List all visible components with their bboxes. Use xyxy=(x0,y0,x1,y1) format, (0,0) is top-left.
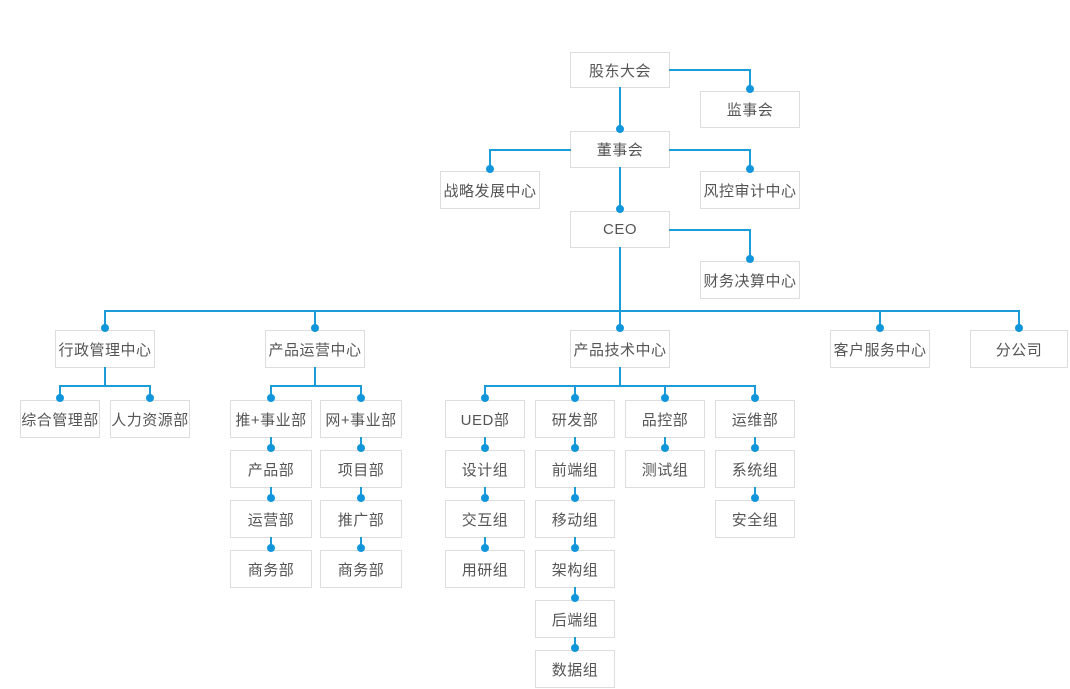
org-node-label: 商务部 xyxy=(247,561,295,579)
org-node-product-dept: 产品部 xyxy=(230,450,312,488)
org-node-label: 网+事业部 xyxy=(325,411,397,429)
org-node-label: 战略发展中心 xyxy=(443,182,537,200)
org-node-business-dept-1: 商务部 xyxy=(230,550,312,588)
org-node-label: 运维部 xyxy=(731,411,779,429)
org-node-branch-company: 分公司 xyxy=(970,330,1068,368)
org-node-label: 数据组 xyxy=(551,661,599,679)
org-node-design-team: 设计组 xyxy=(445,450,525,488)
org-node-product-tech-center: 产品技术中心 xyxy=(570,330,670,368)
org-node-risk-audit-center: 风控审计中心 xyxy=(700,171,800,209)
org-node-label: 产品技术中心 xyxy=(573,341,667,359)
org-node-label: 品控部 xyxy=(641,411,689,429)
org-node-label: UED部 xyxy=(460,411,510,429)
org-node-supervisory-board: 监事会 xyxy=(700,91,800,128)
org-node-data-team: 数据组 xyxy=(535,650,615,688)
org-node-label: 前端组 xyxy=(551,461,599,479)
org-node-interaction-team: 交互组 xyxy=(445,500,525,538)
org-node-backend-team: 后端组 xyxy=(535,600,615,638)
org-node-label: 推+事业部 xyxy=(235,411,307,429)
org-node-label: 设计组 xyxy=(461,461,509,479)
org-node-hr-dept: 人力资源部 xyxy=(110,400,190,438)
org-node-security-team: 安全组 xyxy=(715,500,795,538)
org-node-system-team: 系统组 xyxy=(715,450,795,488)
org-node-label: 安全组 xyxy=(731,511,779,529)
org-node-mobile-team: 移动组 xyxy=(535,500,615,538)
org-node-label: 运营部 xyxy=(247,511,295,529)
org-node-finance-center: 财务决算中心 xyxy=(700,261,800,299)
org-node-label: 研发部 xyxy=(551,411,599,429)
org-node-testing-team: 测试组 xyxy=(625,450,705,488)
org-node-tui-division: 推+事业部 xyxy=(230,400,312,438)
org-node-ops-maintenance-dept: 运维部 xyxy=(715,400,795,438)
org-node-ceo: CEO xyxy=(570,211,670,248)
org-node-label: 用研组 xyxy=(461,561,509,579)
org-node-label: 测试组 xyxy=(641,461,689,479)
org-node-operations-dept: 运营部 xyxy=(230,500,312,538)
org-node-strategy-center: 战略发展中心 xyxy=(440,171,540,209)
org-node-product-ops-center: 产品运营中心 xyxy=(265,330,365,368)
org-node-label: 行政管理中心 xyxy=(58,341,152,359)
org-node-label: 产品部 xyxy=(247,461,295,479)
org-node-label: 风控审计中心 xyxy=(703,182,797,200)
org-node-label: 财务决算中心 xyxy=(703,272,797,290)
org-node-general-admin-dept: 综合管理部 xyxy=(20,400,100,438)
org-node-label: 移动组 xyxy=(551,511,599,529)
org-node-rnd-dept: 研发部 xyxy=(535,400,615,438)
org-node-frontend-team: 前端组 xyxy=(535,450,615,488)
org-node-label: 客户服务中心 xyxy=(833,341,927,359)
org-node-promotion-dept: 推广部 xyxy=(320,500,402,538)
org-node-architecture-team: 架构组 xyxy=(535,550,615,588)
org-node-shareholders-meeting: 股东大会 xyxy=(570,52,670,88)
org-node-label: 董事会 xyxy=(596,142,644,159)
org-node-customer-service-center: 客户服务中心 xyxy=(830,330,930,368)
org-node-label: 推广部 xyxy=(337,511,385,529)
org-node-label: 综合管理部 xyxy=(21,411,99,429)
org-node-label: 项目部 xyxy=(337,461,385,479)
org-node-wang-division: 网+事业部 xyxy=(320,400,402,438)
org-node-user-research-team: 用研组 xyxy=(445,550,525,588)
org-node-label: 系统组 xyxy=(731,461,779,479)
org-node-label: CEO xyxy=(602,221,637,238)
org-node-label: 后端组 xyxy=(551,611,599,629)
org-node-ued-dept: UED部 xyxy=(445,400,525,438)
org-node-label: 商务部 xyxy=(337,561,385,579)
org-node-label: 产品运营中心 xyxy=(268,341,362,359)
org-node-label: 股东大会 xyxy=(588,62,651,80)
org-node-label: 监事会 xyxy=(726,102,774,119)
org-node-label: 架构组 xyxy=(551,561,599,579)
org-node-business-dept-2: 商务部 xyxy=(320,550,402,588)
org-node-label: 人力资源部 xyxy=(111,411,189,429)
org-node-label: 分公司 xyxy=(995,341,1043,359)
org-node-board-of-directors: 董事会 xyxy=(570,131,670,168)
org-node-project-dept: 项目部 xyxy=(320,450,402,488)
org-node-label: 交互组 xyxy=(461,511,509,529)
org-node-qc-dept: 品控部 xyxy=(625,400,705,438)
org-node-admin-center: 行政管理中心 xyxy=(55,330,155,368)
